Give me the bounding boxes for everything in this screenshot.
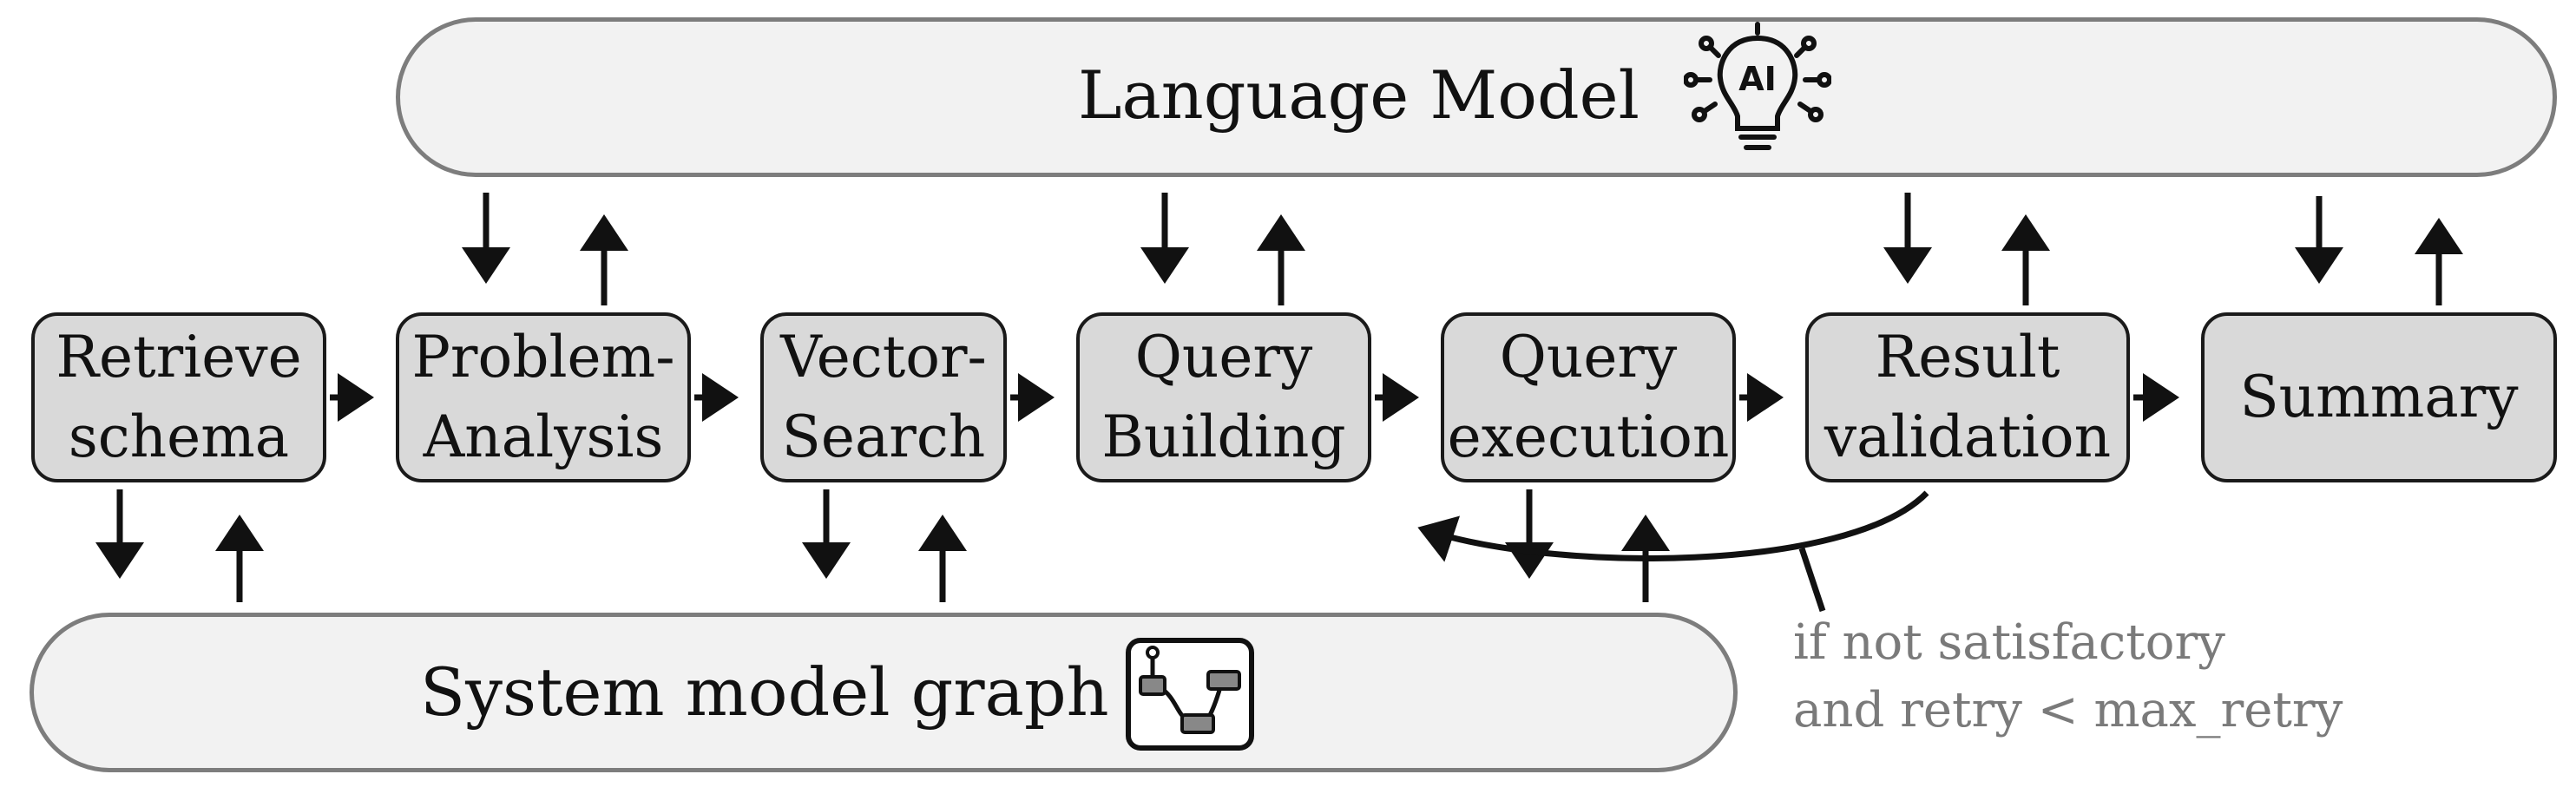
step-retrieve-schema: Retrieve schema	[31, 312, 326, 482]
step-label: Problem- Analysis	[411, 324, 675, 470]
step-summary: Summary	[2201, 312, 2557, 482]
step-label: Summary	[2239, 364, 2519, 430]
step-label: Result validation	[1824, 324, 2112, 470]
retry-note-line-2: and retry < max_retry	[1793, 682, 2343, 738]
ai-lightbulb-icon: AI	[1684, 22, 1831, 150]
step-label: Query execution	[1447, 324, 1730, 470]
step-query-building: Query Building	[1076, 312, 1371, 482]
step-vector-search: Vector- Search	[760, 312, 1007, 482]
system-model-graph-label: System model graph	[420, 653, 1109, 731]
retry-note-line-1: if not satisfactory	[1793, 614, 2225, 671]
ai-icon-text: AI	[1738, 60, 1777, 98]
step-result-validation: Result validation	[1805, 312, 2130, 482]
step-label: Vector- Search	[780, 324, 987, 470]
language-model-pill	[396, 17, 2557, 177]
retry-loop-arrow	[1417, 490, 1929, 562]
graph-nodes-icon	[1126, 638, 1254, 751]
step-label: Retrieve schema	[56, 324, 302, 470]
step-label: Query Building	[1101, 324, 1346, 470]
language-model-label: Language Model	[1078, 56, 1640, 134]
step-problem-analysis: Problem- Analysis	[396, 312, 691, 482]
retry-note-pointer	[1798, 547, 1826, 613]
system-model-graph-pill	[30, 613, 1738, 772]
step-query-execution: Query execution	[1441, 312, 1736, 482]
retry-condition-note: if not satisfactory and retry < max_retr…	[1793, 609, 2343, 745]
